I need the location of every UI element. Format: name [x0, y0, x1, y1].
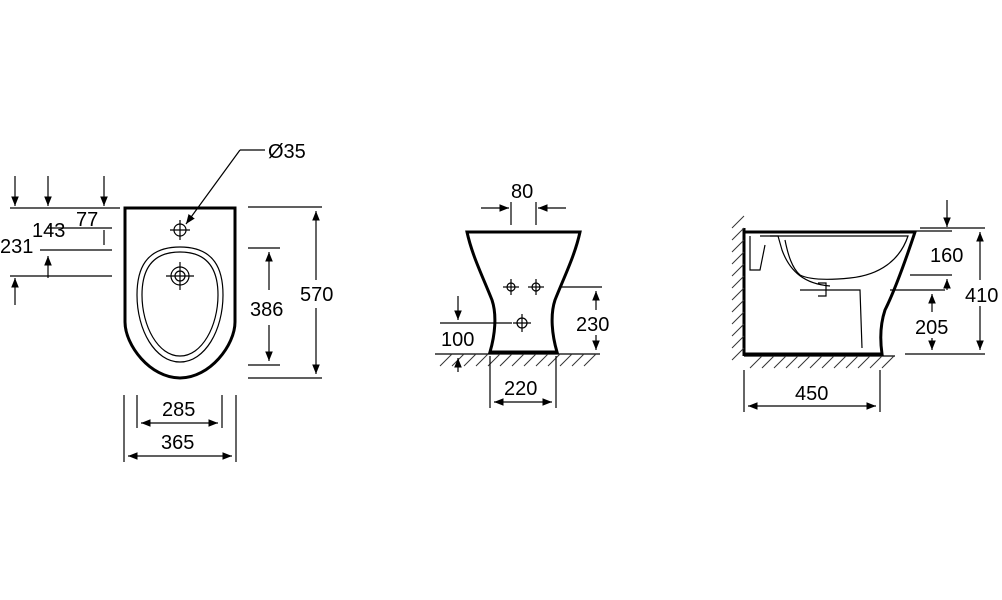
drain-symbol — [166, 262, 194, 290]
dim-386: 386 — [250, 299, 283, 321]
dim-285: 285 — [162, 399, 195, 421]
dim-80: 80 — [511, 181, 533, 203]
dim-143: 143 — [32, 220, 65, 242]
dim-570: 570 — [300, 284, 333, 306]
top-view-outline — [123, 206, 237, 380]
front-floor-hatch — [439, 353, 597, 367]
front-view: 80 100 230 220 — [435, 181, 609, 408]
wall-hatch — [731, 215, 745, 361]
top-view-basin — [136, 246, 224, 363]
side-floor-hatch — [749, 355, 895, 369]
side-view-outline — [744, 230, 918, 356]
dim-220: 220 — [504, 378, 537, 400]
front-hole-left — [503, 279, 519, 295]
dim-365: 365 — [161, 432, 194, 454]
tap-hole-symbol — [170, 220, 190, 240]
dim-450: 450 — [795, 383, 828, 405]
side-view: 160 205 410 450 — [731, 200, 998, 412]
dim-77: 77 — [76, 209, 98, 231]
top-view: Ø35 143 77 231 386 570 285 — [0, 141, 333, 462]
dim-230: 230 — [576, 314, 609, 336]
dim-231: 231 — [0, 236, 33, 258]
front-view-outline — [465, 230, 582, 354]
front-hole-right — [528, 279, 544, 295]
dim-205: 205 — [915, 317, 948, 339]
dim-100: 100 — [441, 329, 474, 351]
diameter-label: Ø35 — [268, 141, 306, 163]
dim-410: 410 — [965, 285, 998, 307]
dim-160: 160 — [930, 245, 963, 267]
front-hole-bottom — [513, 314, 531, 332]
